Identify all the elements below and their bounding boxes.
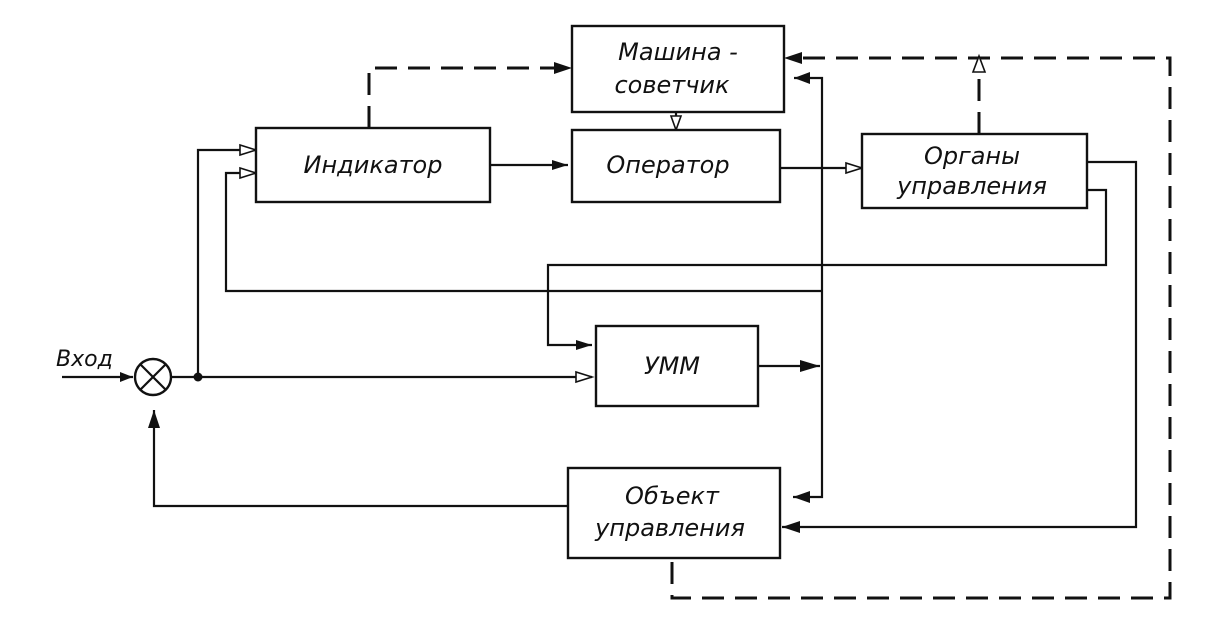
arrow-to-junction (148, 410, 160, 428)
advisor-label-line2: советчик (614, 71, 730, 99)
arrow-input (120, 372, 133, 382)
arrow-advisor-to-operator (669, 115, 683, 133)
block-control-organs: Органы управления (860, 132, 1089, 210)
arrow-to-umm-main (575, 370, 595, 384)
arrow-to-indicator-bottom (239, 166, 259, 180)
dashed-connections (367, 56, 1172, 600)
arrow-dashed-to-advisor-right (784, 52, 802, 64)
arrow-dashed-up (971, 53, 987, 73)
block-umm: УММ (594, 324, 760, 408)
arrow-to-plant-bottom (782, 521, 800, 533)
arrow-dashed-to-advisor-left (554, 62, 572, 74)
block-advisor-machine: Машина - советчик (570, 24, 786, 114)
controls-label-line2: управления (896, 172, 1047, 200)
controls-label-line1: Органы (924, 142, 1020, 170)
input-label: Вход (56, 347, 113, 372)
arrow-umm-output (800, 360, 820, 372)
arrow-to-advisor-right (794, 72, 810, 84)
block-operator: Оператор (570, 128, 782, 204)
summing-junction (133, 357, 173, 397)
plant-label-line2: управления (594, 514, 745, 542)
indicator-label: Индикатор (304, 151, 443, 179)
umm-label: УММ (644, 352, 700, 380)
plant-label-line1: Объект (625, 482, 720, 510)
arrow-to-operator (552, 160, 568, 170)
branch-node (193, 372, 203, 382)
arrow-to-controls (845, 161, 865, 175)
arrowheads (120, 52, 987, 533)
block-controlled-object: Объект управления (566, 466, 782, 560)
arrow-to-indicator-top (239, 143, 259, 157)
operator-label: Оператор (606, 151, 729, 179)
arrow-to-plant-top (793, 491, 810, 503)
advisor-label-line1: Машина - (618, 38, 738, 66)
block-indicator: Индикатор (254, 126, 492, 204)
arrow-to-umm-top (576, 340, 592, 350)
